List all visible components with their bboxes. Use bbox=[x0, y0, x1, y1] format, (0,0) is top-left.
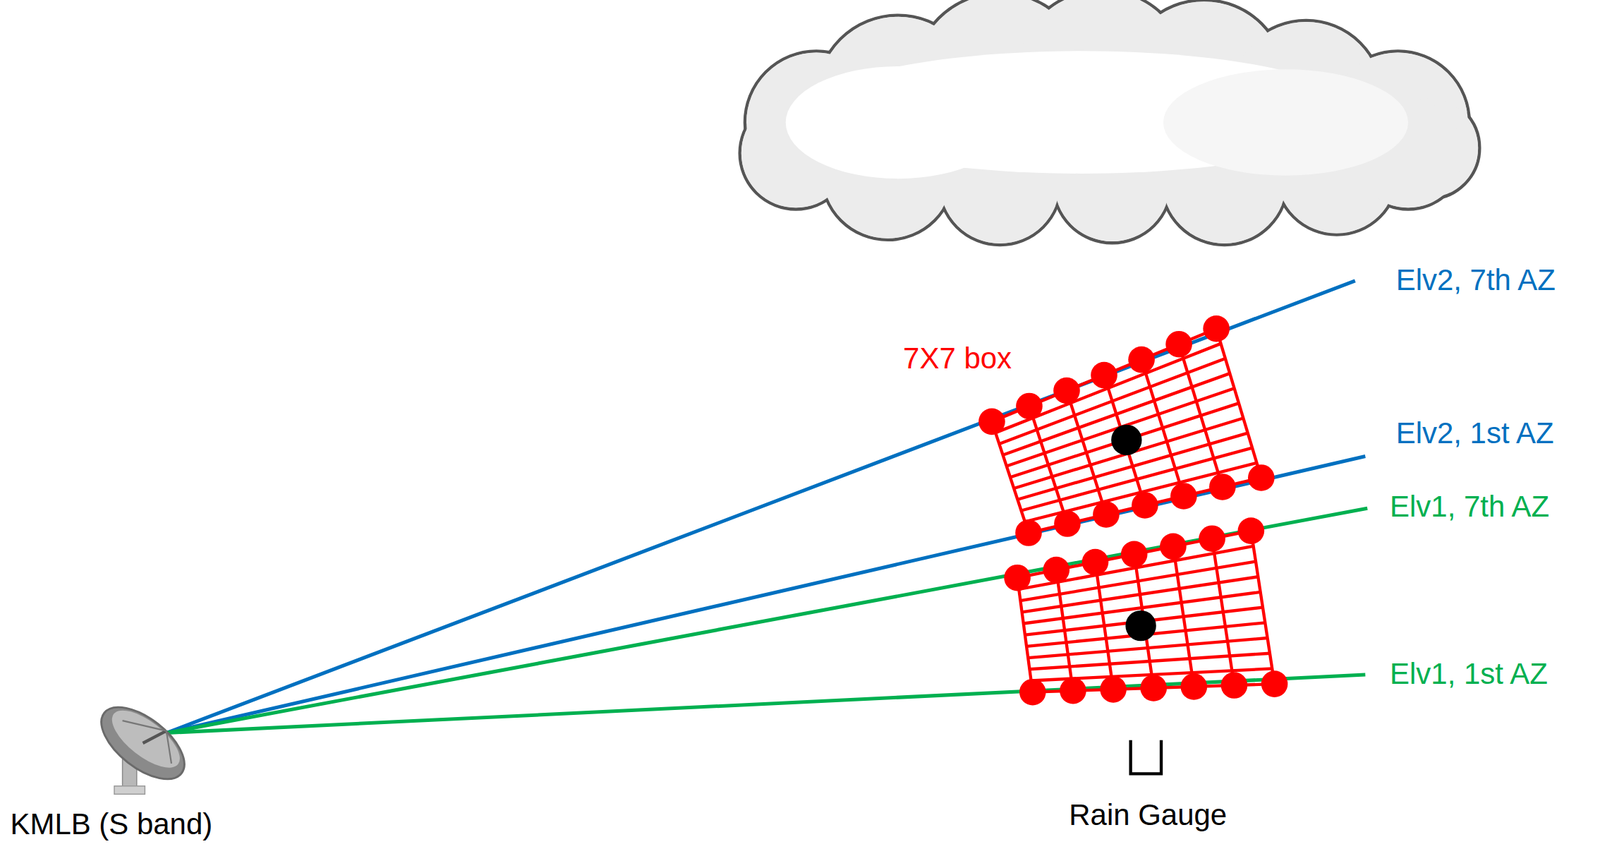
gate-dot bbox=[1170, 482, 1198, 510]
gate-dot bbox=[1159, 533, 1187, 561]
cloud bbox=[740, 0, 1481, 245]
gate-dot bbox=[1209, 473, 1236, 501]
center-dot bbox=[1125, 610, 1156, 641]
grid-line bbox=[1010, 402, 1239, 477]
center-dot bbox=[1111, 424, 1142, 456]
text-label: Rain Gauge bbox=[1068, 798, 1227, 833]
gate-dot bbox=[1247, 464, 1275, 492]
text-label: Elv2, 7th AZ bbox=[1396, 263, 1556, 298]
rain-gauge-symbol bbox=[1130, 740, 1162, 774]
beam-line bbox=[166, 280, 1356, 733]
gate-dot bbox=[1003, 564, 1031, 592]
grid-boxes bbox=[978, 315, 1288, 706]
grid-box bbox=[1003, 517, 1288, 705]
beam-line bbox=[166, 456, 1366, 733]
gate-dot bbox=[1015, 519, 1042, 547]
gate-dot bbox=[1140, 674, 1167, 702]
gate-dot bbox=[1082, 548, 1109, 576]
gate-dot bbox=[1131, 491, 1159, 519]
gate-dot bbox=[1099, 675, 1127, 703]
gate-dot bbox=[1165, 330, 1193, 358]
gate-dot bbox=[1019, 678, 1047, 706]
gate-dot bbox=[1053, 510, 1081, 537]
gate-dot bbox=[1198, 524, 1226, 552]
radar-dish bbox=[88, 693, 197, 794]
radar-beams bbox=[166, 280, 1368, 733]
gate-dot bbox=[1221, 671, 1248, 699]
grid-line bbox=[1029, 653, 1270, 670]
cloud-highlight bbox=[1163, 69, 1409, 175]
grid-line bbox=[1003, 373, 1231, 456]
beam-line bbox=[166, 507, 1368, 733]
text-label: 7X7 box bbox=[902, 342, 1012, 377]
grid-line bbox=[1013, 417, 1244, 489]
gate-dot bbox=[1202, 315, 1230, 343]
cloud-highlight bbox=[785, 66, 1011, 179]
gate-dot bbox=[1059, 677, 1087, 705]
gate-dot bbox=[1128, 346, 1155, 374]
text-label: Elv2, 1st AZ bbox=[1396, 416, 1555, 451]
grid-box bbox=[978, 315, 1275, 547]
gate-dot bbox=[1092, 500, 1120, 528]
text-label: KMLB (S band) bbox=[9, 807, 213, 842]
gate-dot bbox=[1053, 377, 1081, 405]
text-label: Elv1, 1st AZ bbox=[1389, 657, 1548, 692]
gate-dot bbox=[1120, 541, 1148, 568]
gate-dot bbox=[1090, 361, 1118, 389]
text-label: Elv1, 7th AZ bbox=[1389, 490, 1550, 525]
gate-dot bbox=[1238, 517, 1265, 544]
gate-dot bbox=[1015, 392, 1043, 420]
gate-dot bbox=[1042, 556, 1070, 584]
gate-dot bbox=[978, 408, 1006, 436]
gate-dot bbox=[1180, 673, 1208, 700]
gate-dot bbox=[1261, 670, 1289, 698]
